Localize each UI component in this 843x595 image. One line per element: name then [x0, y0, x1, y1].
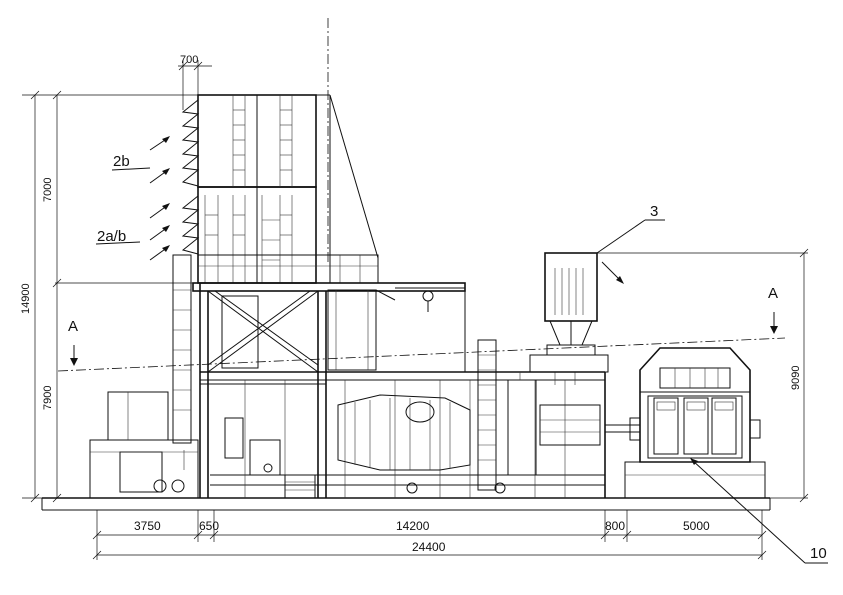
turbine-enclosure: [200, 339, 606, 499]
silencer-stack: [172, 94, 379, 444]
dim-bottom-5: 5000: [683, 519, 710, 533]
section-marker-right: [770, 312, 778, 334]
bottom-dimensions: [92, 510, 767, 560]
dim-height-lower: 7900: [42, 386, 54, 410]
callout-10-leader: [690, 458, 828, 564]
generator-enclosure: [605, 347, 766, 499]
left-dimensions: [22, 90, 198, 503]
label-2ab: 2a/b: [97, 228, 126, 245]
dim-height-total: 14900: [20, 283, 32, 314]
callout-3-leader: [596, 219, 665, 284]
ventilation-unit: [529, 252, 609, 373]
dim-height-right: 9090: [790, 366, 802, 390]
callout-2b-arrows: [111, 136, 170, 184]
section-line-a: [57, 337, 786, 372]
dim-overall-length: 24400: [412, 540, 446, 554]
section-marker-left: [70, 345, 78, 366]
auxiliary-skid: [89, 391, 199, 499]
dim-top-width: 700: [180, 54, 198, 66]
dim-bottom-2: 650: [199, 519, 219, 533]
callout-2ab-arrows: [95, 203, 170, 261]
section-a-left: A: [68, 318, 78, 335]
dim-bottom-1: 3750: [134, 519, 161, 533]
dim-bottom-3: 14200: [396, 519, 430, 533]
base-slab: [41, 497, 771, 511]
right-dimensions: [597, 248, 809, 503]
top-dimension: [178, 60, 212, 110]
dim-height-upper: 7000: [42, 178, 54, 202]
section-a-right: A: [768, 285, 778, 302]
label-2b: 2b: [113, 153, 130, 170]
label-10: 10: [810, 545, 827, 562]
dim-bottom-4: 800: [605, 519, 625, 533]
steel-frame: [192, 282, 466, 498]
label-3: 3: [650, 203, 658, 220]
